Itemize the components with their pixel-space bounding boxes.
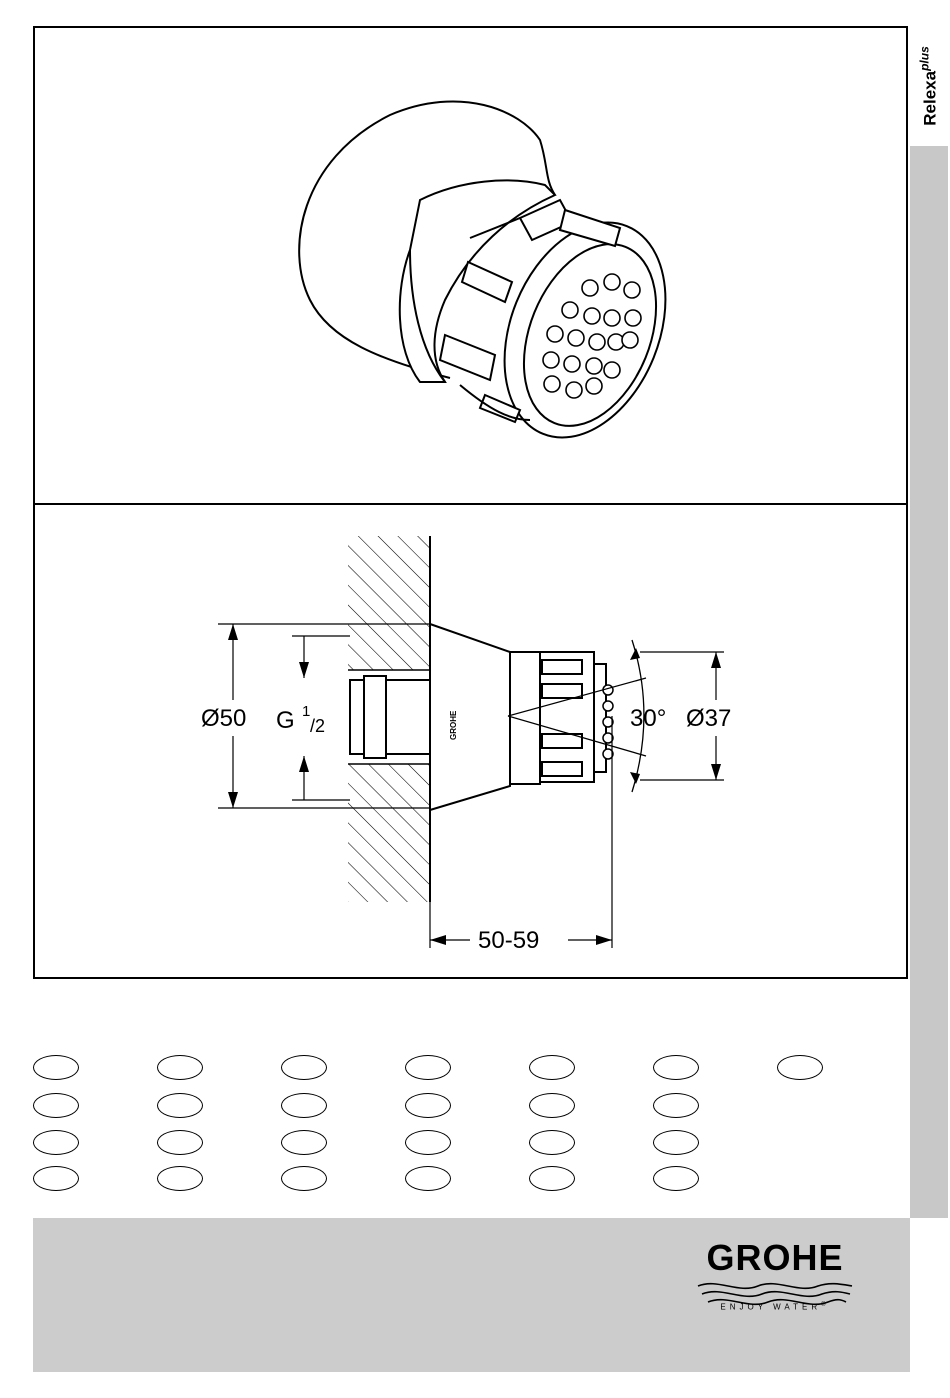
dim-spray-angle: 30° xyxy=(630,705,666,732)
language-oval xyxy=(33,1130,79,1155)
language-oval xyxy=(653,1055,699,1080)
language-oval xyxy=(653,1130,699,1155)
dim-outer-diameter: Ø50 xyxy=(201,705,246,732)
water-waves-icon xyxy=(690,1280,860,1320)
head-profile xyxy=(540,652,606,782)
language-oval xyxy=(281,1130,327,1155)
language-oval xyxy=(529,1093,575,1118)
language-oval xyxy=(405,1093,451,1118)
dim-length: 50-59 xyxy=(478,927,539,954)
language-oval xyxy=(405,1166,451,1191)
language-oval xyxy=(281,1166,327,1191)
language-oval xyxy=(33,1055,79,1080)
language-oval xyxy=(405,1055,451,1080)
language-oval xyxy=(653,1093,699,1118)
cone-body xyxy=(430,624,510,810)
language-oval xyxy=(777,1055,823,1080)
dim-head-diameter: Ø37 xyxy=(686,705,731,732)
wall-hatch-upper xyxy=(348,536,430,670)
language-oval xyxy=(529,1055,575,1080)
dimension-drawing: Ø50 G 1 /2 30° Ø37 50-59 GROHE xyxy=(201,536,731,954)
brand-name: GROHE xyxy=(690,1240,860,1276)
language-oval xyxy=(157,1055,203,1080)
dim-thread-g: G xyxy=(276,707,295,734)
language-oval xyxy=(529,1130,575,1155)
wall-hatch-lower xyxy=(348,764,430,902)
dim-thread-denominator: /2 xyxy=(310,716,325,736)
language-oval xyxy=(281,1055,327,1080)
language-oval xyxy=(157,1130,203,1155)
brand-logo: GROHE ENJOY WATER® xyxy=(690,1240,860,1312)
language-oval xyxy=(653,1166,699,1191)
language-oval xyxy=(33,1093,79,1118)
language-oval xyxy=(157,1093,203,1118)
language-oval xyxy=(157,1166,203,1191)
language-oval xyxy=(33,1166,79,1191)
product-perspective-illustration xyxy=(299,101,695,461)
body-brand-mark: GROHE xyxy=(449,710,458,740)
language-oval xyxy=(281,1093,327,1118)
language-oval xyxy=(405,1130,451,1155)
language-oval xyxy=(529,1166,575,1191)
